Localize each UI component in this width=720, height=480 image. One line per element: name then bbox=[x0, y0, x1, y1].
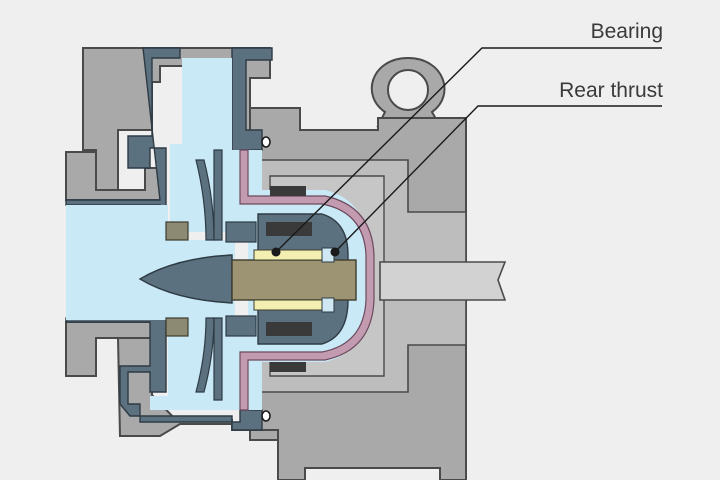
leader-bearing-dot bbox=[271, 247, 281, 257]
leader-bearing bbox=[275, 47, 662, 253]
o-ring-top bbox=[261, 136, 271, 148]
fluid-discharge bbox=[170, 58, 248, 232]
lifting-eye-hole bbox=[387, 69, 429, 111]
leader-rear-thrust bbox=[334, 105, 662, 253]
output-shaft bbox=[379, 261, 507, 301]
callout-bearing-label: Bearing bbox=[590, 20, 663, 43]
callout-rear-thrust-label: Rear thrust bbox=[559, 79, 663, 102]
leader-rear-thrust-dot bbox=[330, 247, 340, 257]
drive-magnet-top bbox=[270, 186, 306, 196]
o-ring-bottom bbox=[261, 410, 271, 422]
liner bbox=[65, 47, 273, 431]
bearing-lower bbox=[253, 299, 323, 311]
impeller bbox=[195, 149, 257, 401]
pump-shaft bbox=[231, 259, 357, 301]
containment-can bbox=[239, 149, 375, 411]
bearing bbox=[253, 249, 323, 261]
rotor-magnet-bottom bbox=[266, 322, 312, 336]
rotor-magnet-top bbox=[266, 222, 312, 236]
callout-leaders bbox=[275, 47, 662, 253]
wear-rings bbox=[165, 221, 189, 337]
drive-magnet-bottom bbox=[270, 362, 306, 372]
fluid-lower bbox=[150, 318, 248, 410]
rear-thrust-lower bbox=[321, 297, 335, 313]
